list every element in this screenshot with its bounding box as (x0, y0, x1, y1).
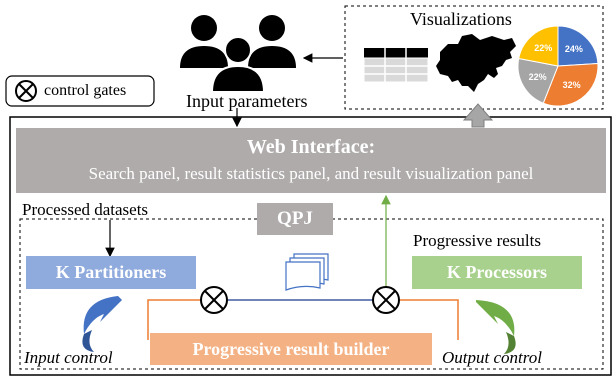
processors-box (412, 256, 582, 289)
pie-slice (518, 25, 559, 67)
web-interface-box (16, 128, 606, 193)
control-gate-icon (5, 75, 155, 107)
qpj-label: QPJ (277, 208, 313, 229)
table-icon (363, 48, 429, 83)
output-control-label: Output control (442, 348, 542, 367)
pie-slice-label: 32% (563, 80, 581, 90)
partitioners-label: K Partitioners (55, 262, 167, 282)
partitioners-box (26, 256, 196, 289)
visualizations-frame (344, 5, 604, 110)
processors-label: K Processors (446, 262, 548, 282)
map-icon (436, 34, 516, 92)
input-gate-icon (200, 286, 228, 314)
pie-slice (542, 62, 599, 107)
documents-icon (285, 253, 329, 291)
legend-label: control gates (44, 82, 127, 99)
pie-slice (517, 57, 559, 104)
users-group-icon (180, 15, 296, 93)
input-control-arrow-icon (82, 296, 122, 352)
system-frame (9, 116, 612, 376)
pie-chart: 24% 32% 22% 22% (517, 25, 599, 107)
qpj-box (257, 203, 333, 235)
processed-datasets-label: Processed datasets (22, 200, 149, 219)
pie-slice-label: 22% (534, 43, 552, 53)
progressive-results-label: Progressive results (413, 231, 541, 250)
web-interface-subtitle: Search panel, result statistics panel, a… (88, 164, 534, 183)
web-interface-title: Web Interface: (246, 135, 376, 158)
pie-slice-label: 22% (529, 72, 547, 82)
input-control-label: Input control (24, 348, 113, 367)
output-control-arrow-icon (476, 300, 516, 354)
builder-box (150, 333, 432, 365)
visualizations-title: Visualizations (410, 9, 512, 29)
builder-label: Progressive result builder (192, 338, 390, 359)
block-arrow-up (462, 103, 494, 128)
pie-slice-label: 24% (565, 44, 583, 54)
input-parameters-label: Input parameters (186, 91, 308, 111)
pie-slice (557, 25, 599, 67)
output-gate-icon (372, 286, 400, 314)
